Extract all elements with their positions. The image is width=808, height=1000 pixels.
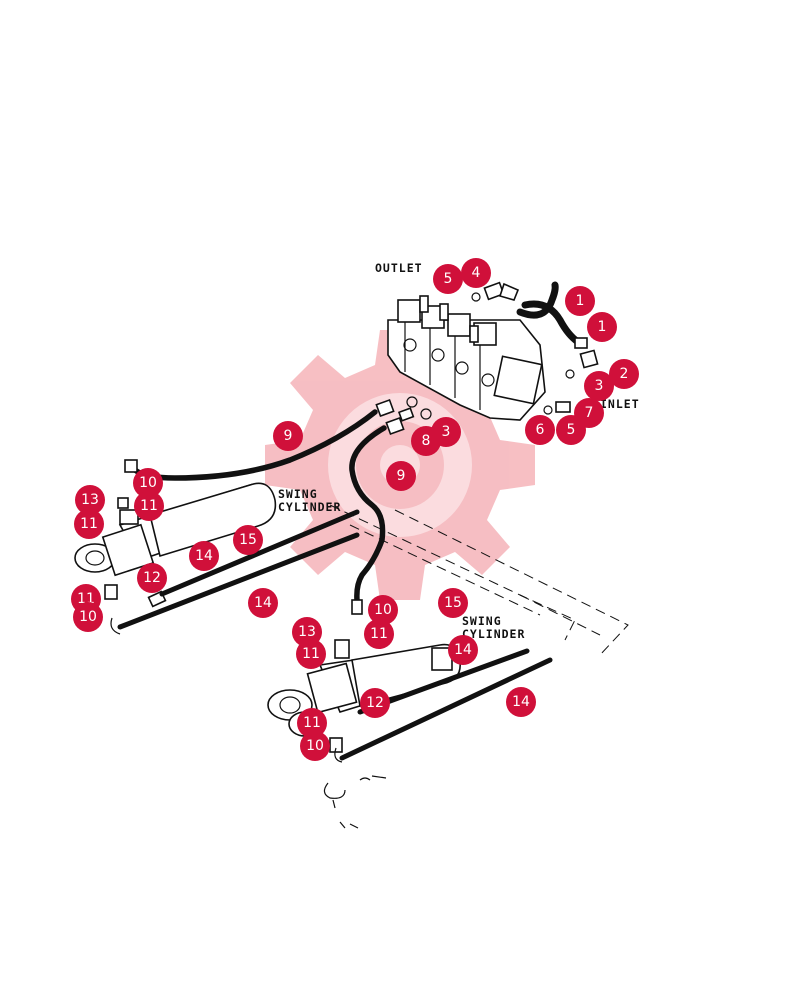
callout-badge: 10 (300, 731, 330, 761)
callout-badge: 15 (438, 588, 468, 618)
control-valve-bank (387, 295, 546, 421)
callout-badge: 8 (411, 426, 441, 456)
callout-number: 14 (254, 595, 272, 611)
label-inlet: INLET (600, 397, 640, 411)
callout-badge: 5 (556, 415, 586, 445)
callout-number: 14 (454, 642, 472, 658)
loose-small-fittings (323, 775, 387, 829)
callout-number: 9 (284, 428, 293, 444)
callout-badge: 9 (273, 421, 303, 451)
callout-badge: 1 (565, 286, 595, 316)
inlet-hose-assembly (516, 281, 599, 379)
callout-badge: 15 (233, 525, 263, 555)
callout-number: 5 (567, 422, 576, 438)
inlet-side-fittings (543, 401, 571, 415)
callout-badge: 10 (73, 602, 103, 632)
callout-badge: 14 (248, 588, 278, 618)
callout-number: 1 (598, 319, 607, 335)
callout-number: 11 (80, 516, 98, 532)
callout-badge: 14 (189, 541, 219, 571)
label-outlet: OUTLET (375, 261, 423, 275)
callout-badge: 11 (297, 708, 327, 738)
callout-badge: 12 (360, 688, 390, 718)
callout-number: 10 (374, 602, 392, 618)
callout-badge: 10 (133, 468, 163, 498)
callout-number: 10 (306, 738, 324, 754)
callout-number: 11 (303, 715, 321, 731)
callout-badge: 6 (525, 415, 555, 445)
callout-badge: 3 (584, 371, 614, 401)
callout-number: 3 (595, 378, 604, 394)
valve-port-fittings (375, 396, 432, 436)
callout-number: 12 (366, 695, 384, 711)
label-swing-upper-line2: CYLINDER (278, 500, 341, 514)
callout-number: 14 (512, 694, 530, 710)
callout-number: 2 (620, 366, 629, 382)
callout-badge: 11 (296, 639, 326, 669)
callout-badge: 12 (137, 563, 167, 593)
callout-badge: 11 (134, 491, 164, 521)
swing-cylinder-lower (267, 639, 461, 753)
callout-number: 13 (81, 492, 99, 508)
callout-number: 13 (298, 624, 316, 640)
label-swing-lower-line1: SWING (462, 614, 502, 628)
callout-number: 10 (79, 609, 97, 625)
callout-badge: 9 (386, 461, 416, 491)
callout-badge: 14 (448, 635, 478, 665)
callout-number: 9 (397, 468, 406, 484)
callout-number: 15 (444, 595, 462, 611)
callout-number: 10 (139, 475, 157, 491)
callout-number: 7 (585, 405, 594, 421)
label-swing-lower-line2: CYLINDER (462, 627, 525, 641)
callout-number: 6 (536, 422, 545, 438)
tubes-upper (110, 509, 360, 635)
callout-badge: 13 (75, 485, 105, 515)
diagram-labels: OUTLET INLET SWING CYLINDER SWING CYLIND… (278, 261, 640, 641)
callout-number: 15 (239, 532, 257, 548)
callout-number: 3 (442, 424, 451, 440)
callout-badge: 11 (364, 619, 394, 649)
callout-number: 11 (140, 498, 158, 514)
callout-badge: 4 (461, 258, 491, 288)
callout-number: 11 (370, 626, 388, 642)
callout-badge: 10 (368, 595, 398, 625)
callout-badge: 2 (609, 359, 639, 389)
callout-number: 8 (422, 433, 431, 449)
callout-badge: 14 (506, 687, 536, 717)
outlet-fittings (471, 281, 520, 302)
callout-number: 11 (302, 646, 320, 662)
callout-number: 14 (195, 548, 213, 564)
callout-number: 12 (143, 570, 161, 586)
hose-9-lower (349, 425, 387, 615)
label-swing-upper-line1: SWING (278, 487, 318, 501)
callout-number: 1 (576, 293, 585, 309)
callout-badges: 4 5 1 1 2 3 7 5 6 3 8 9 9 10 13 11 11 15… (71, 258, 639, 761)
callout-badge: 1 (587, 312, 617, 342)
callout-number: 4 (472, 265, 481, 281)
callout-badge: 11 (74, 509, 104, 539)
callout-number: 5 (444, 271, 453, 287)
swing-cylinder-upper (74, 482, 277, 608)
callout-badge: 5 (433, 264, 463, 294)
